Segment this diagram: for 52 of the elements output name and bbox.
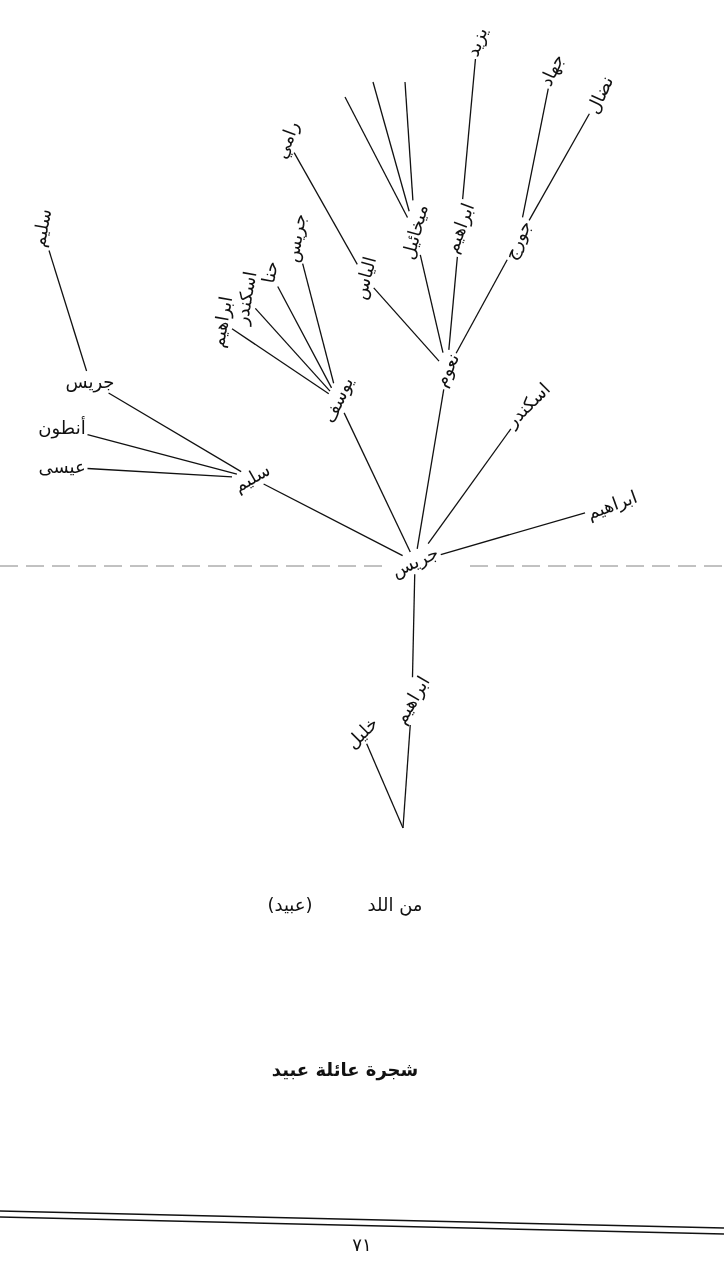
branch-line [262,483,404,557]
family-name-note: (عبيد) [267,895,313,915]
name-label: خليل [340,711,384,755]
name-label: يوسف [317,371,359,429]
branch-line [344,96,409,219]
branch-line [528,113,591,221]
branch-line [231,328,330,395]
branch-line [404,81,414,202]
name-label: جورج [498,215,538,265]
name-label: عيسى [36,456,88,478]
name-label: ابراهيم [388,670,436,730]
branch-line [521,88,549,218]
name-label: ميخائيل [396,200,434,264]
name-label: يزيد [460,22,494,62]
branch-line [366,743,404,829]
branch-line [343,412,411,553]
branch-line [416,388,445,550]
branch-line [448,256,458,351]
branch-line [86,467,233,478]
name-label: اسكندر [499,376,557,434]
name-label: ابراهيم [206,292,238,352]
name-label: الياس [348,252,382,304]
name-label: سليم [27,205,57,251]
branch-line [427,428,512,545]
name-label: نعوم [428,348,466,392]
branch-line [462,58,477,200]
branch-line [293,151,358,265]
name-label: جريس [63,371,117,393]
page-number: ٧١ [352,1235,372,1255]
name-label: جريس [386,540,444,584]
place-note: من اللد [367,895,423,915]
branch-line [302,263,335,384]
name-label: ابراهيم [440,198,480,258]
branch-line [48,249,88,372]
branch-line [254,307,331,392]
branch-line [440,512,586,556]
name-label: رامي [269,116,305,164]
branch-line [419,254,444,354]
branch-line [372,81,410,212]
branch-line [86,434,238,475]
name-label: نضال [580,70,620,120]
name-label: جهاد [534,48,570,92]
caption: شجرة عائلة عبيد [271,1060,419,1080]
branch-line [402,724,411,829]
branch-line [411,573,416,678]
branch-line [107,392,242,473]
branch-line [455,259,508,354]
name-label: أنطون [36,417,88,439]
branch-line [373,287,440,362]
name-label: ابراهيم [582,485,642,525]
name-label: سليم [228,457,276,499]
branch-line [277,285,333,389]
